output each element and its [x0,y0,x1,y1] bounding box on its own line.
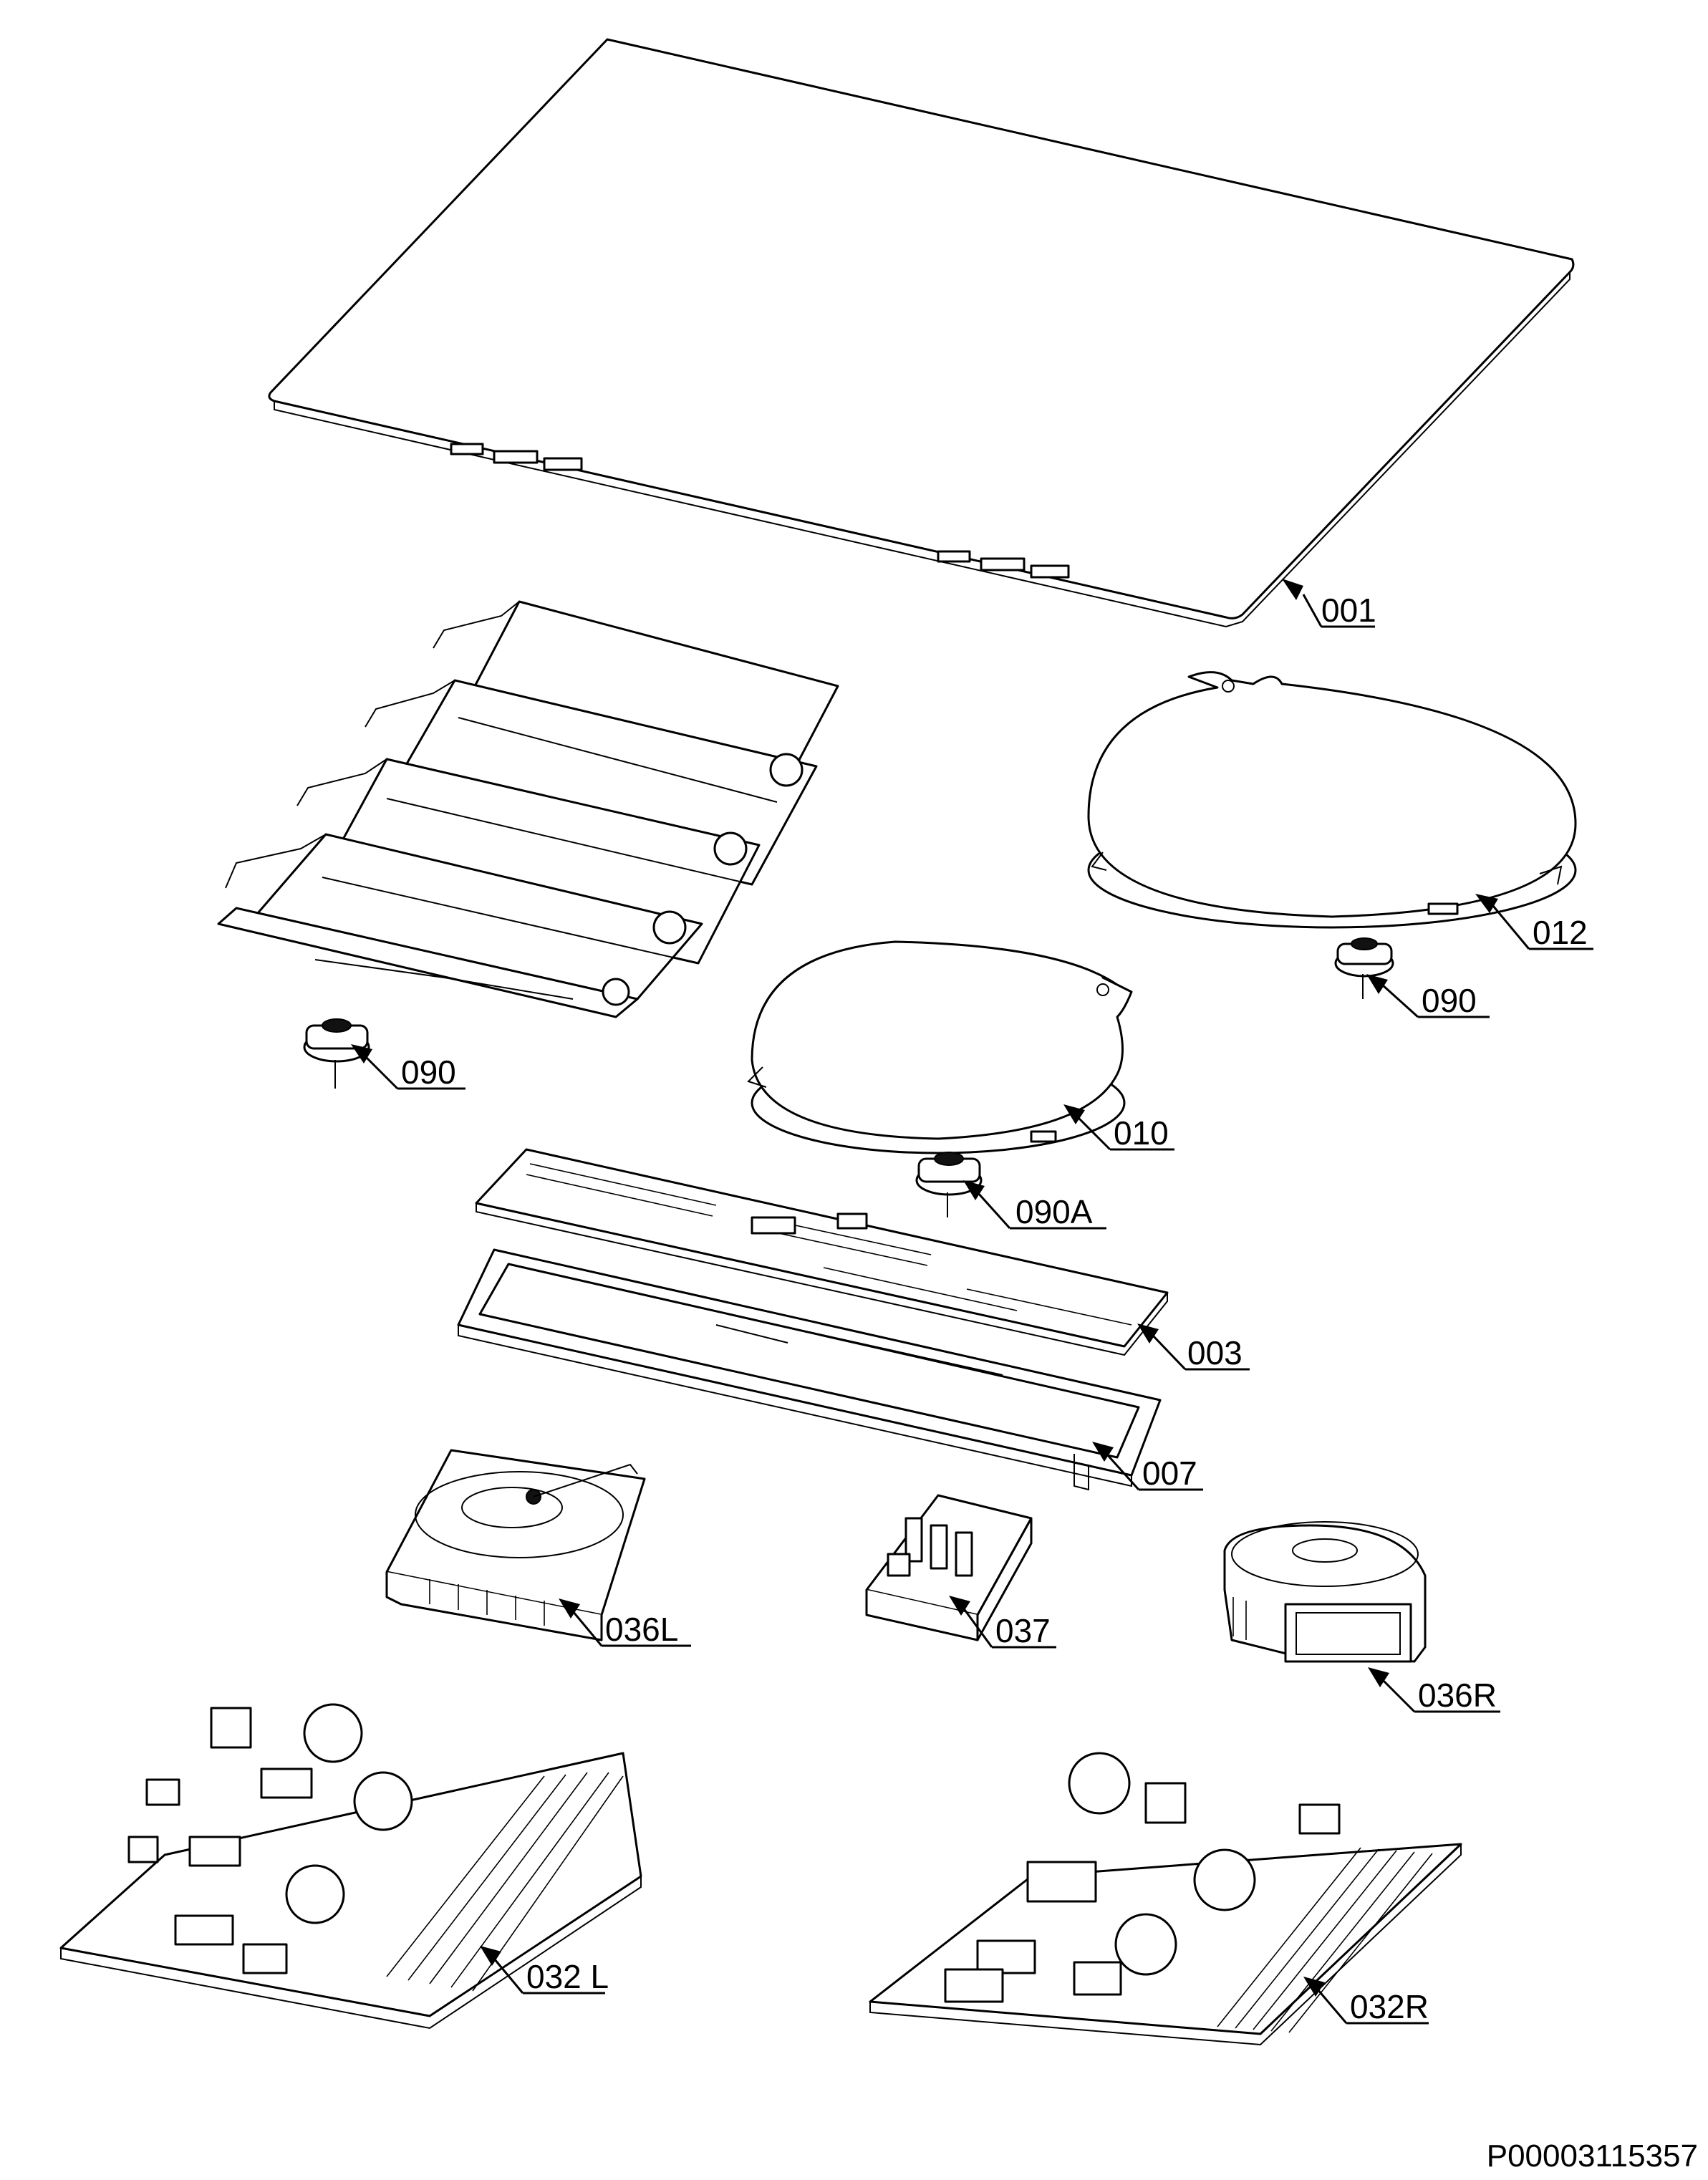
callout-036L: 036L [559,1598,691,1648]
coil-tray-assembly [217,600,839,1018]
temperature-sensor-right [1334,937,1394,999]
callout-label: 090 [1422,982,1477,1019]
callout-label: 090 [401,1053,456,1091]
callout-090A: 090A [963,1180,1106,1230]
right-cooling-fan [1223,1521,1427,1663]
callout-label: 032 L [526,1958,609,1995]
temperature-sensor-left [303,1018,370,1089]
terminal-block [865,1494,1033,1641]
callout-090-right: 090 [1366,974,1490,1019]
callout-label: 032R [1350,1988,1429,2025]
callout-036R: 036R [1368,1667,1500,1714]
callout-label: 001 [1321,592,1376,629]
callout-label: 012 [1533,914,1588,951]
control-board-frame [457,1248,1162,1491]
callout-label: 037 [995,1612,1051,1649]
callout-010: 010 [1063,1104,1174,1152]
callout-007: 007 [1092,1442,1203,1492]
right-power-board [869,1752,1462,2046]
callout-label: 036L [605,1611,678,1648]
large-induction-coil [1087,671,1577,929]
callout-001: 001 [1282,579,1376,629]
callout-012: 012 [1475,894,1593,951]
callout-label: 090A [1015,1193,1093,1230]
callout-032L: 032 L [480,1946,609,1995]
callout-090-left: 090 [351,1044,465,1091]
callout-label: 003 [1187,1334,1243,1371]
callout-003: 003 [1137,1323,1250,1371]
left-cooling-fan [385,1449,646,1641]
callout-label: 010 [1114,1114,1169,1152]
temperature-sensor-center [915,1152,983,1217]
control-board [475,1148,1169,1356]
callout-037: 037 [949,1596,1056,1649]
callout-label: 007 [1142,1455,1197,1492]
callout-label: 036R [1418,1677,1497,1714]
medium-induction-coil [747,940,1133,1154]
callout-032R: 032R [1303,1977,1429,2025]
glass-top-plate [268,38,1575,628]
document-code: P00003115357 [1486,2138,1698,2174]
